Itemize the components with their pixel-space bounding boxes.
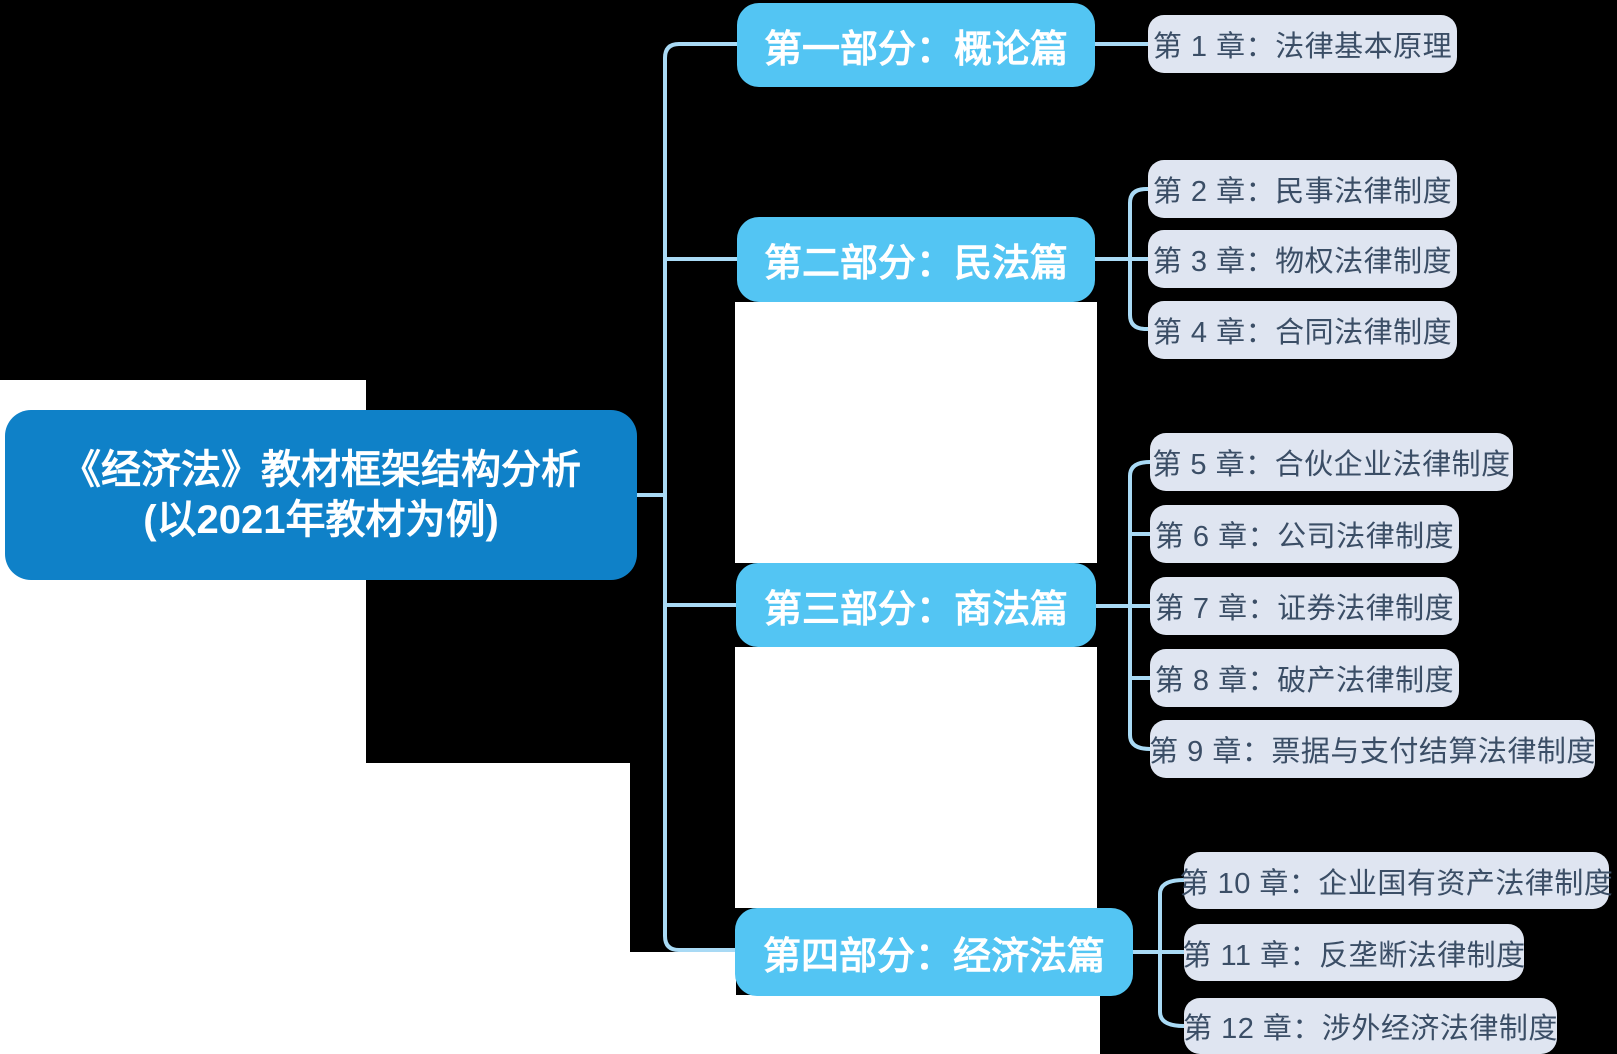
- root-node[interactable]: 《经济法》教材框架结构分析 (以2021年教材为例): [5, 410, 637, 580]
- branch-node-economic-law[interactable]: 第四部分：经济法篇: [735, 908, 1133, 996]
- chapter-node-6[interactable]: 第 6 章：公司法律制度: [1150, 505, 1459, 563]
- background-patch: [735, 647, 1097, 908]
- branch-node-civil-law[interactable]: 第二部分：民法篇: [737, 217, 1095, 302]
- chapter-node-3[interactable]: 第 3 章：物权法律制度: [1148, 230, 1457, 288]
- root-title-line2: (以2021年教材为例): [143, 498, 499, 542]
- chapter-node-12[interactable]: 第 12 章：涉外经济法律制度: [1183, 998, 1557, 1054]
- branch4-child-trunk: [1158, 878, 1186, 1028]
- chapter-node-2[interactable]: 第 2 章：民事法律制度: [1148, 160, 1457, 218]
- chapter-node-9[interactable]: 第 9 章：票据与支付结算法律制度: [1149, 720, 1595, 778]
- chapter-node-8[interactable]: 第 8 章：破产法律制度: [1150, 649, 1459, 707]
- background-patch: [0, 763, 630, 1054]
- chapter-node-11[interactable]: 第 11 章：反垄断法律制度: [1182, 924, 1525, 981]
- chapter-node-1[interactable]: 第 1 章：法律基本原理: [1148, 15, 1457, 73]
- chapter-node-7[interactable]: 第 7 章：证券法律制度: [1150, 577, 1459, 635]
- chapter-node-4[interactable]: 第 4 章：合同法律制度: [1148, 301, 1457, 359]
- branch3-child-trunk: [1128, 460, 1152, 751]
- chapter-node-5[interactable]: 第 5 章：合伙企业法律制度: [1150, 433, 1513, 491]
- chapter-node-10[interactable]: 第 10 章：企业国有资产法律制度: [1180, 852, 1613, 909]
- background-patch: [735, 995, 1100, 1054]
- root-title-line1: 《经济法》教材框架结构分析: [61, 448, 581, 492]
- branch-node-commercial-law[interactable]: 第三部分：商法篇: [736, 563, 1096, 647]
- branch-node-overview[interactable]: 第一部分：概论篇: [737, 3, 1095, 87]
- background-patch: [735, 302, 1097, 563]
- trunk-line: [663, 42, 739, 952]
- branch2-child-trunk: [1128, 187, 1150, 331]
- background-patch: [630, 952, 736, 1054]
